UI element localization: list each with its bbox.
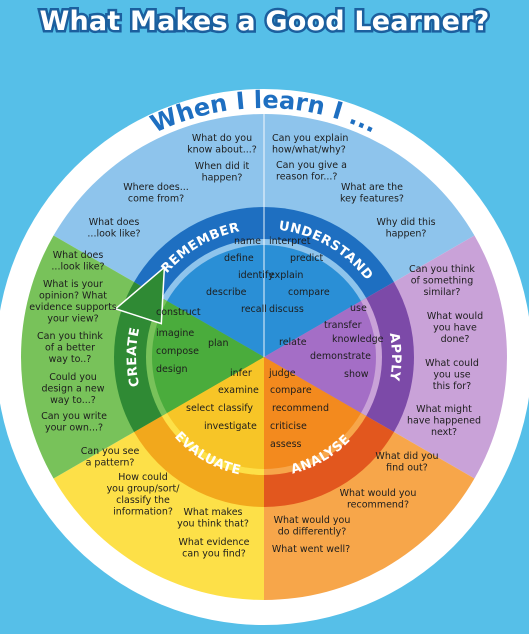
apply-keywords: use transfer relate knowledge demonstrate sho… (279, 303, 384, 380)
keyword: predict (290, 253, 323, 264)
keyword: compare (288, 287, 330, 298)
keyword: construct (156, 307, 201, 318)
question: What went well? (272, 544, 350, 555)
keyword: knowledge (332, 334, 384, 345)
keyword: use (350, 303, 367, 314)
remember-keywords: name define identify describe recall (206, 236, 274, 315)
analyse-keywords: judge compare recommend criticise assess (268, 368, 329, 450)
keyword: discuss (269, 304, 304, 315)
apply-inner-slice (264, 301, 376, 413)
keyword: criticise (270, 421, 307, 432)
keyword: describe (206, 287, 247, 298)
create-inner-slice (152, 301, 264, 413)
question: What does...look like? (87, 217, 140, 240)
keyword: design (156, 364, 188, 375)
keyword: compare (270, 385, 312, 396)
keyword: classify (218, 403, 253, 414)
keyword: demonstrate (310, 351, 371, 362)
keyword: plan (208, 338, 229, 349)
keyword: transfer (324, 320, 362, 331)
remember-inner-slice (167, 245, 264, 357)
understand-inner-slice (264, 245, 361, 357)
keyword: recommend (272, 403, 329, 414)
evaluate-inner-slice (167, 357, 264, 469)
keyword: relate (279, 337, 307, 348)
keyword: select (186, 403, 215, 414)
question: Where does...come from? (123, 182, 189, 205)
create-ring-label: CREATE (125, 326, 143, 388)
keyword: show (344, 369, 369, 380)
apply-ring-label: APPLY (386, 332, 403, 382)
create-keywords: construct imagine compose design plan (156, 307, 229, 375)
keyword: recall (241, 304, 267, 315)
keyword: imagine (156, 328, 194, 339)
keyword: judge (268, 368, 296, 379)
cycle-arrow-icon (114, 265, 166, 325)
page-title: What Makes a Good Learner? (37, 4, 492, 40)
keyword: compose (156, 346, 199, 357)
analyse-inner-slice (264, 357, 361, 469)
keyword: investigate (204, 421, 257, 432)
understand-keywords: interpret predict explain compare discuss (269, 236, 330, 315)
keyword: interpret (269, 236, 311, 247)
keyword: infer (230, 368, 252, 379)
keyword: assess (270, 439, 302, 450)
keyword: name (234, 236, 261, 247)
keyword: define (224, 253, 254, 264)
keyword: explain (269, 270, 303, 281)
keyword: examine (218, 385, 259, 396)
keyword: identify (238, 270, 274, 281)
question: What does...look like? (51, 250, 104, 273)
